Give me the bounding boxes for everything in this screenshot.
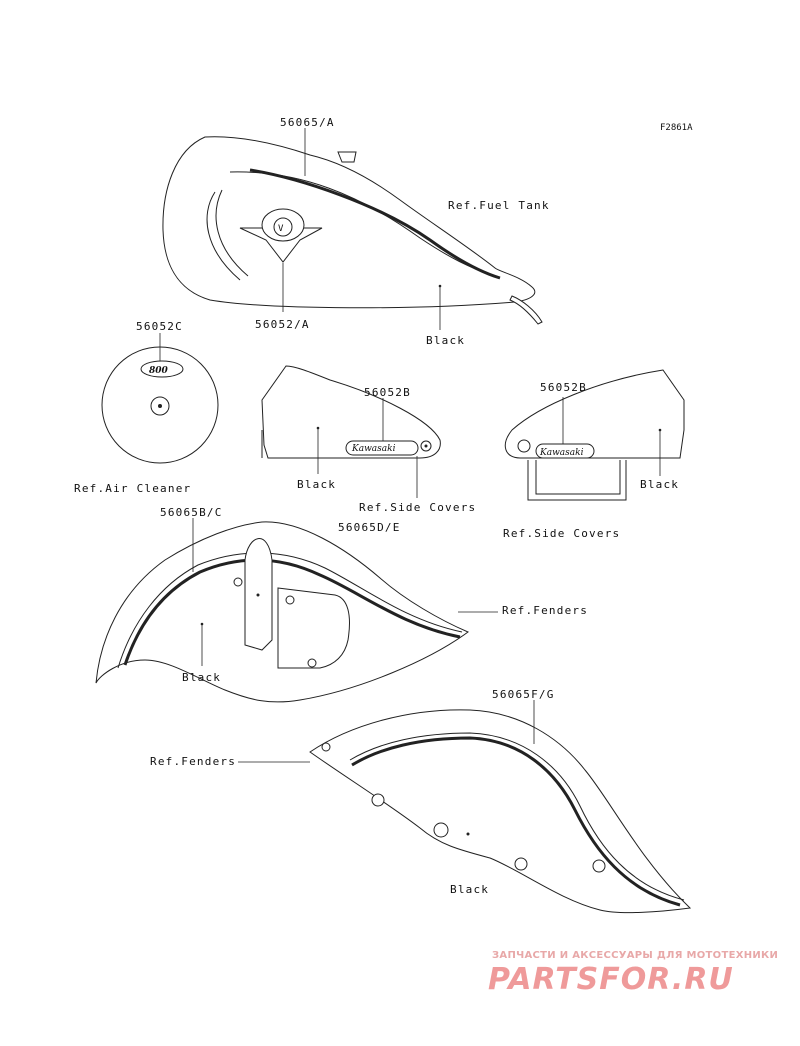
label-side-left-ref: Ref.Side Covers bbox=[359, 501, 476, 514]
watermark-tagline: ЗАПЧАСТИ И АКСЕССУАРЫ ДЛЯ МОТОТЕХНИКИ bbox=[492, 950, 779, 961]
side-badge-left bbox=[345, 440, 419, 456]
tank-stripe bbox=[249, 168, 501, 280]
watermark-logo: PARTSFOR.RU bbox=[488, 962, 734, 997]
label-front-fender-part-left: 56065B/C bbox=[160, 506, 223, 519]
label-side-right-ref: Ref.Side Covers bbox=[503, 527, 620, 540]
label-front-fender-part-right: 56065D/E bbox=[338, 521, 401, 534]
label-tank-color: Black bbox=[426, 334, 465, 347]
tank-emblem bbox=[239, 227, 323, 263]
fuel-tank: V bbox=[162, 128, 543, 330]
label-cleaner-part: 56052C bbox=[136, 320, 183, 333]
label-tank-emblem: 56052/A bbox=[255, 318, 310, 331]
label-side-left-part: 56052B bbox=[364, 386, 411, 399]
fuel-tank-spout bbox=[509, 295, 543, 325]
svg-text:Kawasaki: Kawasaki bbox=[539, 448, 584, 458]
side-cover-left: Kawasaki bbox=[261, 365, 441, 498]
label-tank-ref: Ref.Fuel Tank bbox=[448, 199, 550, 212]
rear-fender bbox=[238, 700, 692, 914]
svg-text:Kawasaki: Kawasaki bbox=[351, 444, 396, 454]
label-side-right-part: 56052B bbox=[540, 381, 587, 394]
label-side-left-color: Black bbox=[297, 478, 336, 491]
label-rear-fender-color: Black bbox=[450, 883, 489, 896]
label-rear-fender-ref: Ref.Fenders bbox=[150, 755, 236, 768]
side-cover-right-body bbox=[504, 369, 685, 459]
fuel-tank-body bbox=[162, 136, 536, 309]
side-cover-left-body bbox=[261, 365, 441, 459]
label-cleaner-ref: Ref.Air Cleaner bbox=[74, 482, 191, 495]
figure-code: F2861A bbox=[660, 123, 693, 133]
side-cover-right: Kawasaki bbox=[504, 369, 685, 501]
svg-text:V: V bbox=[278, 224, 284, 234]
front-fender bbox=[95, 518, 498, 703]
air-cleaner-badge bbox=[140, 360, 184, 378]
air-cleaner: 800 bbox=[101, 333, 219, 464]
badge-800: 800 bbox=[149, 366, 169, 376]
label-front-fender-color: Black bbox=[182, 671, 221, 684]
label-rear-fender-part: 56065F/G bbox=[492, 688, 555, 701]
fuel-cap bbox=[337, 151, 357, 163]
label-side-right-color: Black bbox=[640, 478, 679, 491]
label-front-fender-ref: Ref.Fenders bbox=[502, 604, 588, 617]
label-tank-part: 56065/A bbox=[280, 116, 335, 129]
side-badge-right bbox=[535, 443, 595, 459]
